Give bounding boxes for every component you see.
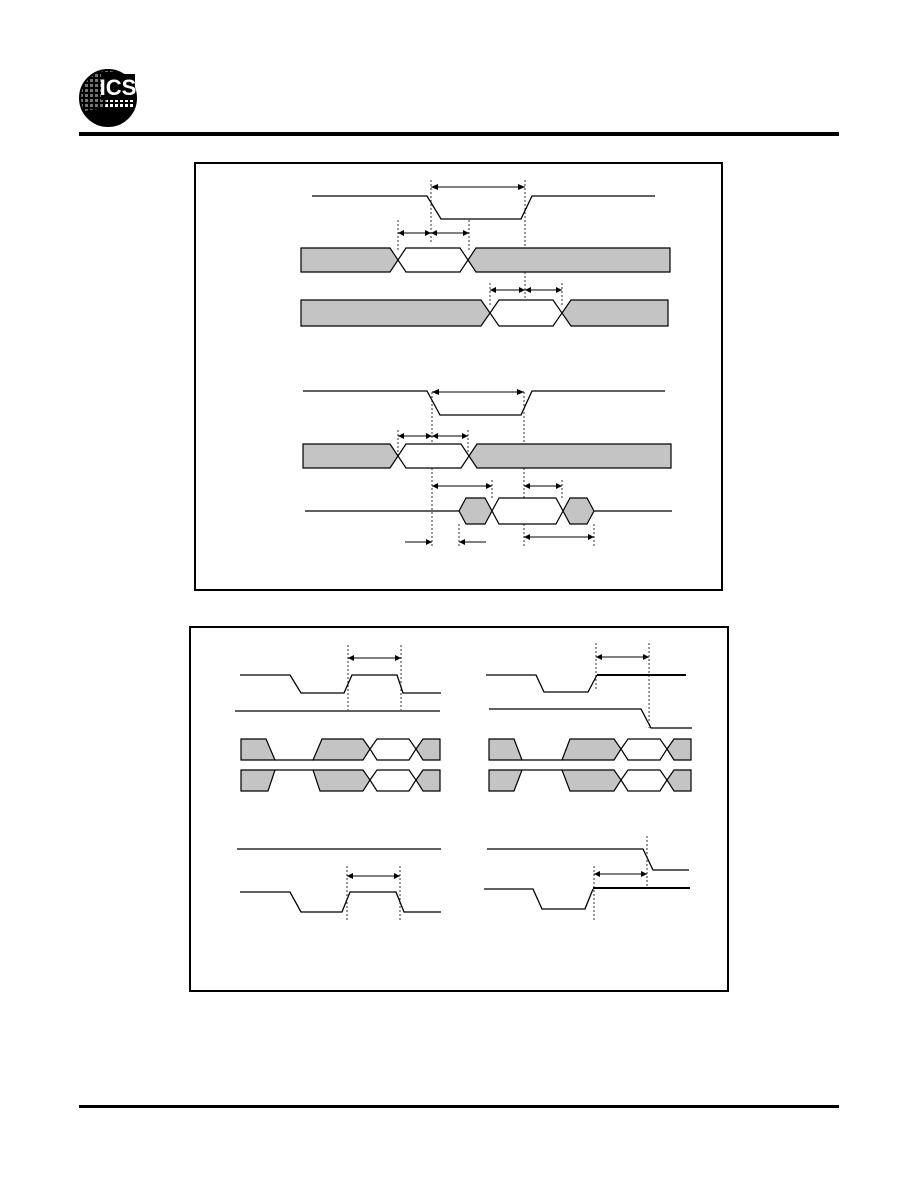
hold-arrow bbox=[431, 230, 469, 236]
bus-right-2 bbox=[488, 769, 692, 792]
address-bus-1 bbox=[300, 247, 671, 273]
level-line-bottom-right bbox=[487, 848, 689, 871]
strobe-waveform-2 bbox=[303, 390, 665, 416]
hold-time-arrow-right bbox=[596, 654, 649, 660]
read-write-timing-panel bbox=[194, 162, 723, 591]
pulse-waveform-right-2 bbox=[484, 888, 594, 910]
address-bus-2 bbox=[302, 443, 672, 469]
setup-arrow bbox=[398, 433, 432, 439]
setup-time-arrow-right bbox=[594, 871, 647, 877]
output-enable-arrow bbox=[459, 539, 486, 545]
logo-text: ICS bbox=[100, 75, 137, 100]
hold-arrow bbox=[432, 433, 468, 439]
access-time-arrow bbox=[432, 483, 492, 489]
dimension-arrow bbox=[432, 389, 524, 395]
data-out-bus bbox=[305, 497, 672, 525]
bus-left-1 bbox=[240, 738, 441, 761]
pulse-waveform-right-1 bbox=[486, 674, 598, 693]
data-hold-arrow bbox=[525, 287, 562, 293]
output-hold-arrow bbox=[524, 483, 562, 489]
bus-left-2 bbox=[240, 769, 441, 792]
control-timing-panel bbox=[189, 626, 729, 992]
dimension-arrow bbox=[431, 184, 525, 190]
data-setup-arrow bbox=[490, 287, 525, 293]
ics-logo: ICS bbox=[79, 68, 137, 128]
header-rule bbox=[79, 132, 839, 136]
setup-arrow bbox=[398, 230, 431, 236]
output-disable-arrow bbox=[524, 534, 594, 540]
enable-arrow bbox=[405, 539, 432, 545]
bus-right-1 bbox=[488, 738, 692, 761]
level-line-right bbox=[489, 708, 692, 729]
pulse-waveform-left-1 bbox=[240, 674, 441, 694]
pulse-width-arrow bbox=[348, 655, 401, 661]
footer-rule bbox=[79, 1105, 839, 1108]
pulse-waveform-left-2 bbox=[240, 891, 441, 913]
strobe-waveform-1 bbox=[312, 195, 655, 220]
pulse-width-arrow-2 bbox=[347, 873, 400, 879]
data-bus-1 bbox=[300, 299, 669, 327]
